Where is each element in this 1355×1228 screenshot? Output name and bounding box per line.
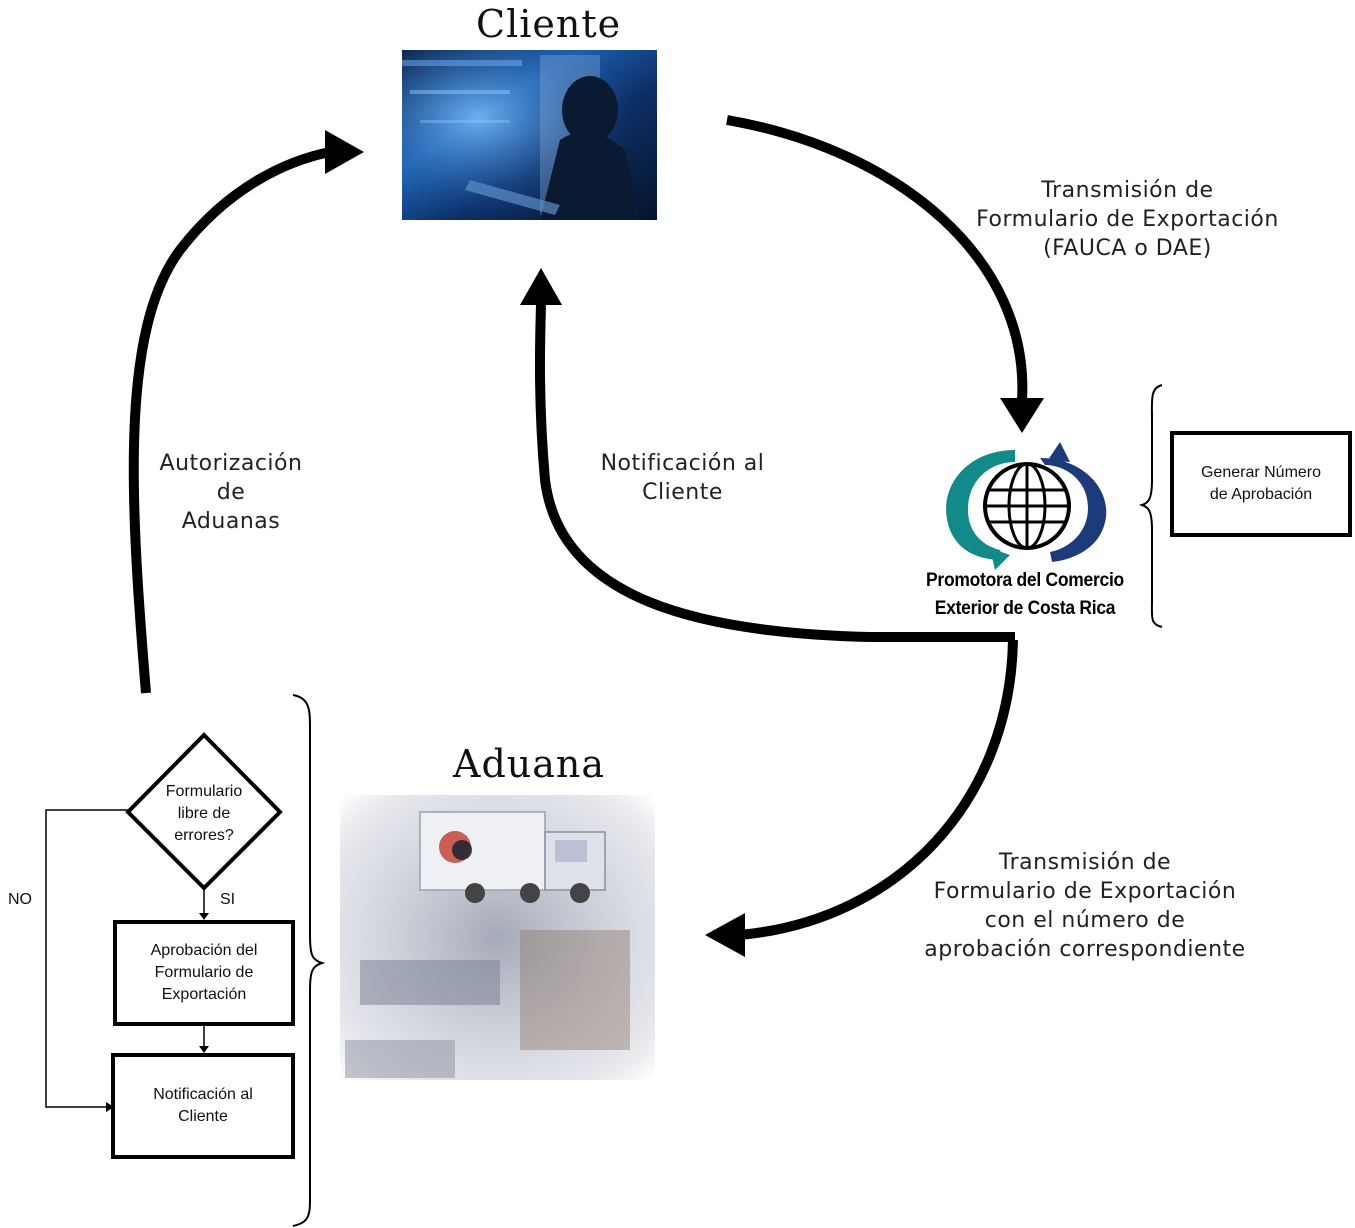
label-line: Notificación al	[600, 451, 765, 476]
notify-line: Notificación al	[153, 1086, 253, 1103]
approval-line: Exportación	[161, 986, 247, 1003]
approval-line: Formulario de	[154, 964, 254, 981]
generar-numero-box: Generar Número de Aprobación	[1170, 431, 1352, 537]
aduana-title: Aduana	[453, 742, 606, 786]
decision-line: libre de	[177, 805, 231, 822]
decision-line: errores?	[174, 827, 234, 844]
label-line: con el número de	[984, 908, 1186, 933]
approval-line: Aprobación del	[150, 942, 258, 959]
label-autorizacion: Autorización de Aduanas	[140, 449, 322, 536]
cliente-title: Cliente	[476, 2, 622, 46]
label-line: aprobación correspondiente	[924, 937, 1246, 962]
arrow-autorizacion	[128, 147, 331, 694]
approval-box: Aprobación del Formulario de Exportación	[113, 920, 295, 1026]
arrow-transmision-fauca-head	[1000, 398, 1044, 433]
box-line: de Aprobación	[1209, 486, 1313, 503]
label-line: de	[216, 480, 246, 505]
flow-arrowhead-yes	[199, 913, 209, 920]
arrow-autorizacion-head	[325, 130, 364, 174]
flow-connectors	[45, 809, 205, 1108]
procomer-logo-text: Promotora del Comercio Exterior de Costa…	[901, 567, 1149, 623]
arrow-transmision-numero	[739, 639, 1018, 940]
no-label: NO	[8, 891, 32, 908]
label-line: Formulario de Exportación	[933, 879, 1237, 904]
label-notificacion: Notificación al Cliente	[570, 449, 795, 507]
arrow-transmision-numero-head	[705, 913, 745, 957]
globe-icon	[946, 442, 1107, 570]
label-line: Transmisión de	[1041, 178, 1214, 203]
procomer-brace	[1138, 384, 1163, 628]
decision-line: Formulario	[165, 783, 243, 800]
label-transmision-numero: Transmisión de Formulario de Exportación…	[895, 848, 1275, 964]
arrow-transmision-fauca	[726, 115, 1028, 401]
notify-box: Notificación al Cliente	[111, 1053, 295, 1159]
decision-text: Formulario libre de errores?	[139, 781, 269, 847]
label-line: Cliente	[642, 480, 723, 505]
aduana-photo	[340, 795, 655, 1080]
flow-arrowhead-approval	[199, 1046, 209, 1053]
label-line: Autorización	[159, 451, 303, 476]
cliente-photo	[402, 50, 657, 220]
yes-label: SI	[220, 891, 236, 908]
label-line: Aduanas	[181, 509, 281, 534]
logo-line-1: Promotora del Comercio	[926, 570, 1124, 591]
notify-line: Cliente	[178, 1108, 228, 1125]
label-line: Formulario de Exportación	[976, 207, 1279, 232]
logo-line-2: Exterior de Costa Rica	[934, 598, 1116, 619]
box-line: Generar Número	[1200, 464, 1322, 481]
label-line: Transmisión de	[998, 850, 1172, 875]
aduana-brace	[292, 694, 326, 1227]
flow-arrowhead-no	[106, 1102, 114, 1112]
arrow-notificacion-head	[520, 268, 562, 305]
label-transmision-fauca: Transmisión de Formulario de Exportación…	[950, 176, 1305, 263]
arrow-notificacion	[534, 304, 1015, 642]
label-line: (FAUCA o DAE)	[1043, 236, 1212, 261]
